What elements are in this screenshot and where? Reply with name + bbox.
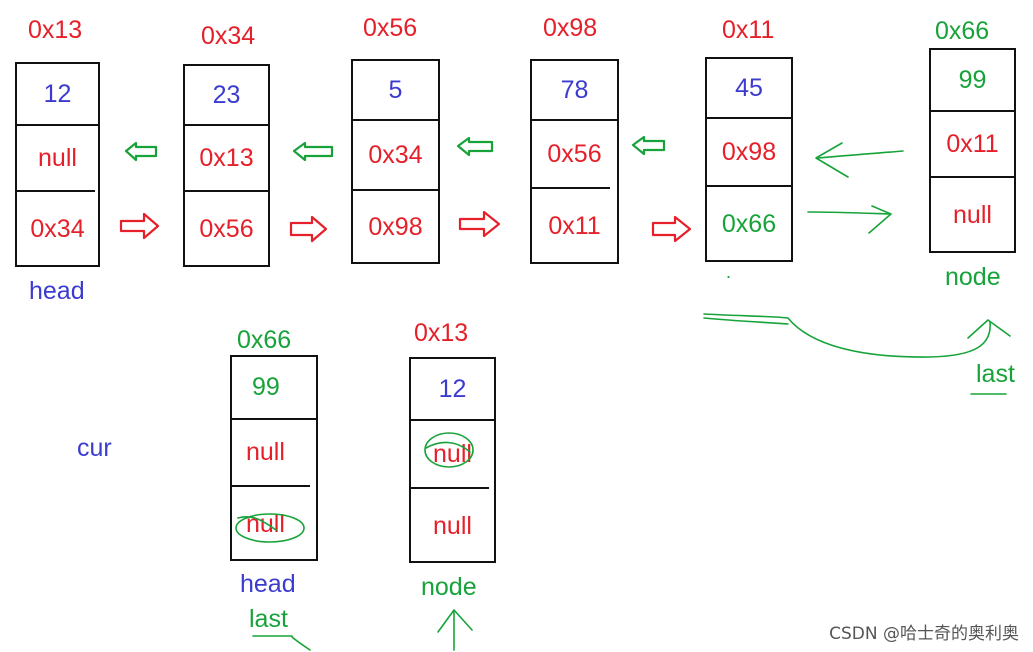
divider [931, 110, 1016, 112]
divider [17, 190, 95, 192]
node-label: node [945, 263, 1001, 291]
next-arrow [289, 215, 328, 243]
node-address: 0x11 [722, 16, 775, 44]
list-node: 45 0x98 0x66 [705, 57, 793, 262]
node-prev-field: 0x11 [946, 129, 999, 158]
node-value: 99 [252, 373, 280, 401]
hand-arrow-prev [817, 150, 904, 159]
node-label: node [421, 573, 477, 601]
node-next-field: null [433, 511, 472, 540]
divider [411, 487, 489, 489]
node-value: 12 [43, 79, 72, 108]
divider [707, 185, 793, 187]
hand-curve-stroke [703, 317, 789, 325]
divider [707, 117, 793, 119]
hand-arrow-next-head [868, 205, 892, 234]
hand-curve-last [703, 313, 991, 358]
scribble-strike [425, 441, 471, 453]
hand-arrow-prev-head [815, 142, 849, 178]
next-arrow [458, 210, 501, 238]
prev-arrow [631, 135, 666, 156]
node-address: 0x34 [201, 22, 256, 50]
next-arrow [651, 215, 692, 243]
divider [232, 485, 310, 487]
list-node: 78 0x56 0x11 [530, 59, 619, 264]
divider [411, 419, 496, 421]
hand-curve-head [967, 319, 1011, 339]
prev-arrow [292, 141, 334, 162]
node-address: 0x13 [28, 16, 83, 44]
scribble-strike [237, 515, 277, 531]
node-value: 99 [958, 65, 987, 94]
node-prev-field: 0x13 [199, 143, 254, 172]
divider [17, 124, 100, 126]
cur-label: cur [77, 434, 112, 462]
node-next-field: null [953, 201, 992, 229]
scribble-circle [424, 432, 474, 468]
node-next-field: 0x56 [199, 215, 254, 243]
divider [931, 176, 1016, 178]
list-node: 12 null null [409, 357, 496, 563]
prev-arrow [456, 136, 494, 157]
node-address: 0x66 [237, 326, 292, 354]
head-label: head [29, 277, 85, 305]
hand-arrow-node-head [437, 609, 473, 633]
list-node: 23 0x13 0x56 [183, 64, 270, 267]
divider [185, 190, 270, 192]
node-next-field: 0x66 [721, 210, 777, 238]
node-prev-field: 0x56 [547, 139, 602, 168]
stray-dot: . [726, 262, 732, 282]
head-label: head [240, 570, 296, 598]
node-value: 23 [212, 80, 241, 109]
divider [232, 418, 318, 420]
scribble-circle [235, 513, 305, 543]
node-address: 0x98 [543, 14, 598, 42]
node-address: 0x66 [935, 17, 990, 45]
node-address: 0x13 [414, 319, 469, 347]
divider [353, 189, 440, 191]
divider [185, 124, 270, 126]
node-prev-field: null [38, 143, 77, 172]
node-prev-field: 0x98 [721, 137, 777, 166]
divider [532, 187, 610, 189]
list-node: 12 null 0x34 [15, 62, 100, 267]
node-prev-field: null [246, 438, 285, 466]
last-label: last [976, 360, 1015, 388]
divider [353, 119, 440, 121]
node-value: 78 [560, 75, 589, 104]
node-value: 12 [438, 374, 467, 403]
node-value: 5 [388, 75, 403, 104]
last-label: last [249, 605, 288, 633]
hand-arrow-next [807, 211, 891, 215]
node-next-field: 0x11 [548, 212, 601, 240]
node-next-field: 0x34 [30, 215, 85, 243]
next-arrow [119, 212, 160, 240]
list-node: 99 0x11 null [929, 48, 1016, 253]
list-node: 5 0x34 0x98 [351, 59, 440, 264]
node-address: 0x56 [363, 14, 418, 42]
node-prev-field: 0x34 [368, 140, 423, 169]
prev-arrow [124, 141, 158, 162]
watermark: CSDN @哈士奇的奥利奥 [829, 624, 1019, 644]
hand-arrow-last [291, 636, 311, 651]
divider [532, 119, 619, 121]
node-value: 45 [735, 73, 763, 102]
node-next-field: 0x98 [368, 213, 423, 241]
